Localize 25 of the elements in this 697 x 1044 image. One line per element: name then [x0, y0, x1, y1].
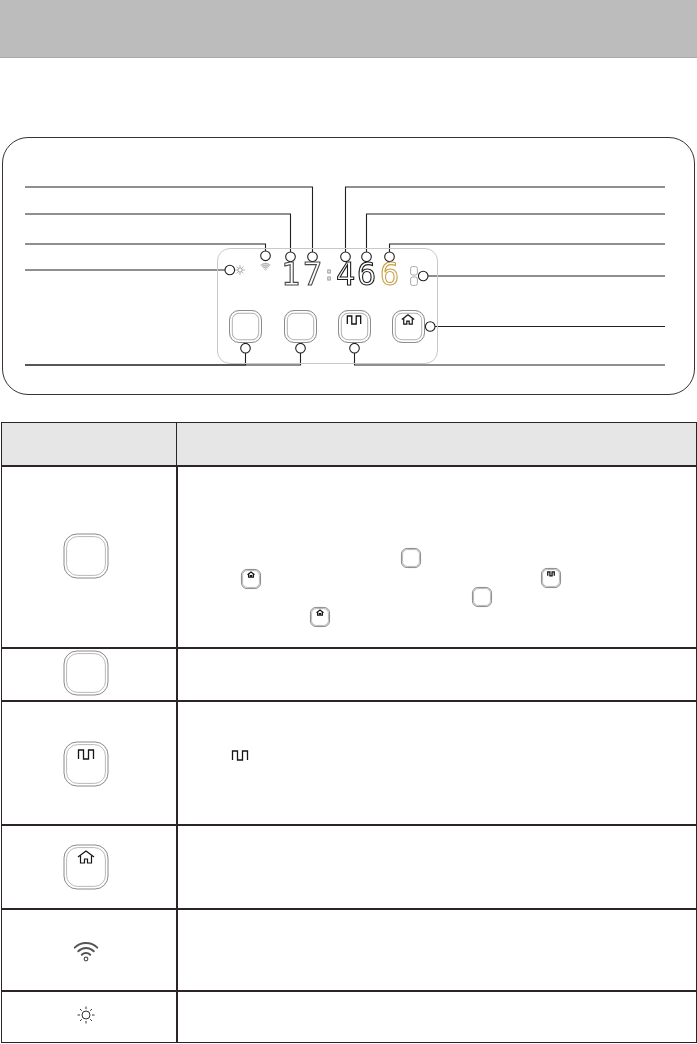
control-panel	[217, 248, 438, 364]
display-digit: 1	[281, 262, 300, 287]
leader-line	[24, 264, 236, 276]
display-colon: :	[323, 266, 335, 282]
panel-button	[392, 310, 425, 343]
panel-button	[338, 310, 371, 343]
display-digit: 4	[336, 262, 355, 287]
panel-button	[284, 310, 317, 343]
level-bars-icon	[410, 266, 418, 286]
panel-button	[229, 310, 262, 343]
leader-line	[384, 243, 666, 263]
leader-line	[417, 270, 666, 282]
display-digit: 7	[303, 262, 322, 287]
sun-icon	[235, 265, 245, 275]
display-digit: 6	[357, 262, 376, 287]
leader-line	[24, 213, 296, 263]
leader-line	[424, 321, 666, 332]
leader-line	[349, 342, 666, 366]
display-digit: 6	[380, 262, 399, 287]
wifi-icon	[259, 261, 272, 271]
leader-line	[340, 186, 666, 263]
leader-line	[24, 342, 306, 366]
leader-line	[24, 243, 271, 262]
leader-line	[24, 186, 318, 263]
leader-line	[361, 213, 666, 263]
